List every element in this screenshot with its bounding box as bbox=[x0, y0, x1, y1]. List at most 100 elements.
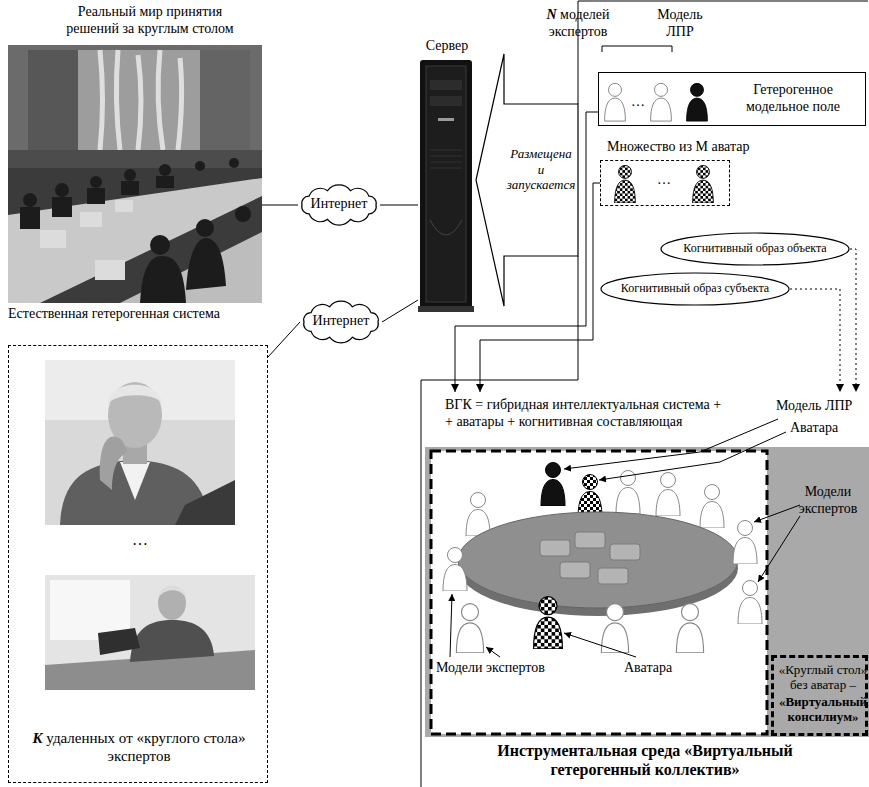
consilium-box: «Круглый стол» без аватар –«Виртуальный … bbox=[771, 655, 868, 736]
expert-model-figure bbox=[700, 485, 724, 529]
text-slot: Модели экспертов bbox=[436, 660, 558, 677]
text-slot: Когнитивный образ субъекта bbox=[610, 281, 780, 295]
photo-monitor bbox=[80, 212, 102, 227]
waterfall-streaks bbox=[100, 50, 182, 150]
text-slot: ВГК = гибридная интеллектуальная система… bbox=[445, 397, 724, 431]
puzzle-piece bbox=[610, 544, 640, 560]
connector bbox=[790, 289, 840, 392]
puzzle-piece bbox=[540, 540, 570, 556]
dm-model-figure bbox=[541, 463, 565, 507]
avatar-figure bbox=[693, 165, 714, 203]
ellipse-path bbox=[601, 273, 789, 305]
photo-suit bbox=[130, 620, 214, 662]
photo-people bbox=[20, 158, 251, 303]
connector bbox=[850, 249, 856, 392]
text-slot: … bbox=[120, 530, 160, 549]
text-slot: Модель ЛПР bbox=[647, 7, 713, 41]
text-slot: Интернет bbox=[298, 313, 384, 330]
photo-frame: Реальный мир принятия решений за круглым… bbox=[8, 45, 262, 303]
callout-label: Модели экспертов bbox=[436, 660, 558, 677]
arrow-path bbox=[476, 54, 578, 306]
leader-line bbox=[450, 594, 452, 657]
node-text: Когнитивный образ субъекта bbox=[610, 281, 780, 295]
server-case bbox=[420, 60, 472, 310]
photo-table bbox=[120, 232, 262, 303]
expert-model-figure bbox=[456, 604, 483, 653]
photo-head bbox=[158, 586, 186, 620]
photo-wall-band bbox=[8, 150, 262, 168]
ellipsis: … bbox=[651, 172, 677, 189]
connector bbox=[262, 205, 298, 206]
photo-ground bbox=[8, 45, 262, 303]
photo-monitor bbox=[95, 260, 125, 280]
photo-laptop bbox=[175, 480, 235, 525]
photo-head bbox=[23, 193, 37, 207]
photo-body bbox=[121, 181, 139, 195]
node-text: K удаленных от «круглого стола» эксперто… bbox=[23, 729, 255, 765]
photo-head bbox=[55, 183, 69, 197]
photo-body bbox=[20, 207, 40, 229]
text-slot: K удаленных от «круглого стола» эксперто… bbox=[23, 729, 255, 765]
text-slot: Множество из M аватар bbox=[607, 139, 827, 156]
leader-line bbox=[754, 505, 800, 522]
node-text: Гетерогенное модельное поле bbox=[723, 82, 863, 116]
leader-line bbox=[486, 647, 500, 657]
text-slot: «Виртуальный консилиум» bbox=[778, 695, 868, 725]
puzzle-pieces bbox=[540, 532, 640, 584]
puzzle-piece bbox=[575, 532, 605, 548]
painting-foliage bbox=[28, 50, 78, 150]
text-slot: Инструментальная среда «Виртуальный гете… bbox=[495, 741, 795, 779]
connector bbox=[268, 322, 300, 357]
photo-hair bbox=[159, 586, 186, 598]
callout-label: Аватара bbox=[790, 420, 860, 437]
photo-body bbox=[52, 197, 72, 217]
cognitive-ellipse: Когнитивный образ объекта bbox=[660, 232, 850, 266]
photo-ground bbox=[45, 360, 235, 525]
ellipsis: … bbox=[628, 94, 648, 111]
leader-lines bbox=[450, 419, 800, 657]
photo-head bbox=[235, 206, 251, 222]
photo-head bbox=[196, 219, 214, 237]
photo-head bbox=[229, 158, 239, 168]
ellipsis: … bbox=[120, 530, 160, 549]
photo-monitor bbox=[115, 200, 133, 212]
cloud: Интернет bbox=[298, 300, 384, 344]
panel-ground bbox=[425, 447, 869, 737]
photo-hand bbox=[100, 436, 128, 490]
expert-model-figure bbox=[733, 521, 757, 565]
server-bay bbox=[430, 80, 462, 90]
dm-model-figure bbox=[687, 83, 708, 121]
photo-monitor bbox=[40, 230, 66, 248]
node-text: Реальный мир принятия решений за круглым… bbox=[65, 4, 235, 38]
text-slot: Когнитивный образ объекта bbox=[670, 241, 840, 255]
text-slot: Аватара bbox=[790, 420, 860, 437]
node-text: Интернет bbox=[298, 313, 384, 330]
photo-body bbox=[140, 256, 186, 303]
photo-head bbox=[195, 161, 205, 171]
server-logo bbox=[438, 118, 454, 121]
photo-head bbox=[150, 235, 170, 255]
avatar-figure bbox=[615, 165, 636, 203]
photo-head bbox=[124, 169, 136, 181]
photo-laptop bbox=[98, 628, 140, 655]
leader-line bbox=[564, 633, 636, 657]
connector bbox=[382, 300, 418, 322]
expert-model-figure bbox=[676, 604, 703, 653]
photo-body bbox=[186, 238, 226, 290]
node-text: Модель ЛПР bbox=[647, 7, 713, 41]
server-grille bbox=[430, 150, 462, 168]
leader-line bbox=[758, 516, 800, 582]
photo-body bbox=[156, 176, 174, 188]
text-slot: … bbox=[628, 94, 648, 111]
text-slot: Гетерогенное модельное поле bbox=[723, 82, 863, 116]
meeting-photo bbox=[8, 45, 262, 303]
text-slot: Размещена и запускается bbox=[506, 146, 576, 193]
server-front bbox=[426, 66, 466, 302]
photo-head bbox=[159, 164, 171, 176]
server-tower bbox=[418, 60, 474, 312]
node-text: Естественная гетерогенная система bbox=[8, 306, 270, 323]
photo-wall bbox=[8, 45, 262, 165]
text-slot: Интернет bbox=[296, 196, 382, 213]
block-arrow: Размещена и запускается bbox=[474, 52, 580, 308]
